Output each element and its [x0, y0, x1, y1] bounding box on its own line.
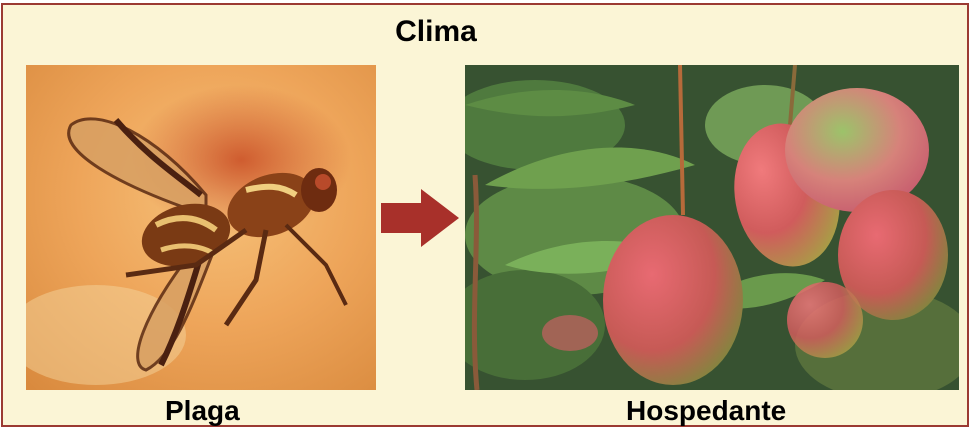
fruit-fly-photo	[26, 65, 376, 390]
diagram-title: Clima	[3, 15, 869, 49]
arrow-right-icon	[379, 187, 461, 249]
pest-caption: Plaga	[165, 395, 240, 427]
pest-image	[26, 65, 376, 390]
host-caption: Hospedante	[626, 395, 786, 427]
diagram-frame: Clima	[1, 3, 969, 427]
mango-tree-photo	[465, 65, 959, 390]
host-image	[465, 65, 959, 390]
